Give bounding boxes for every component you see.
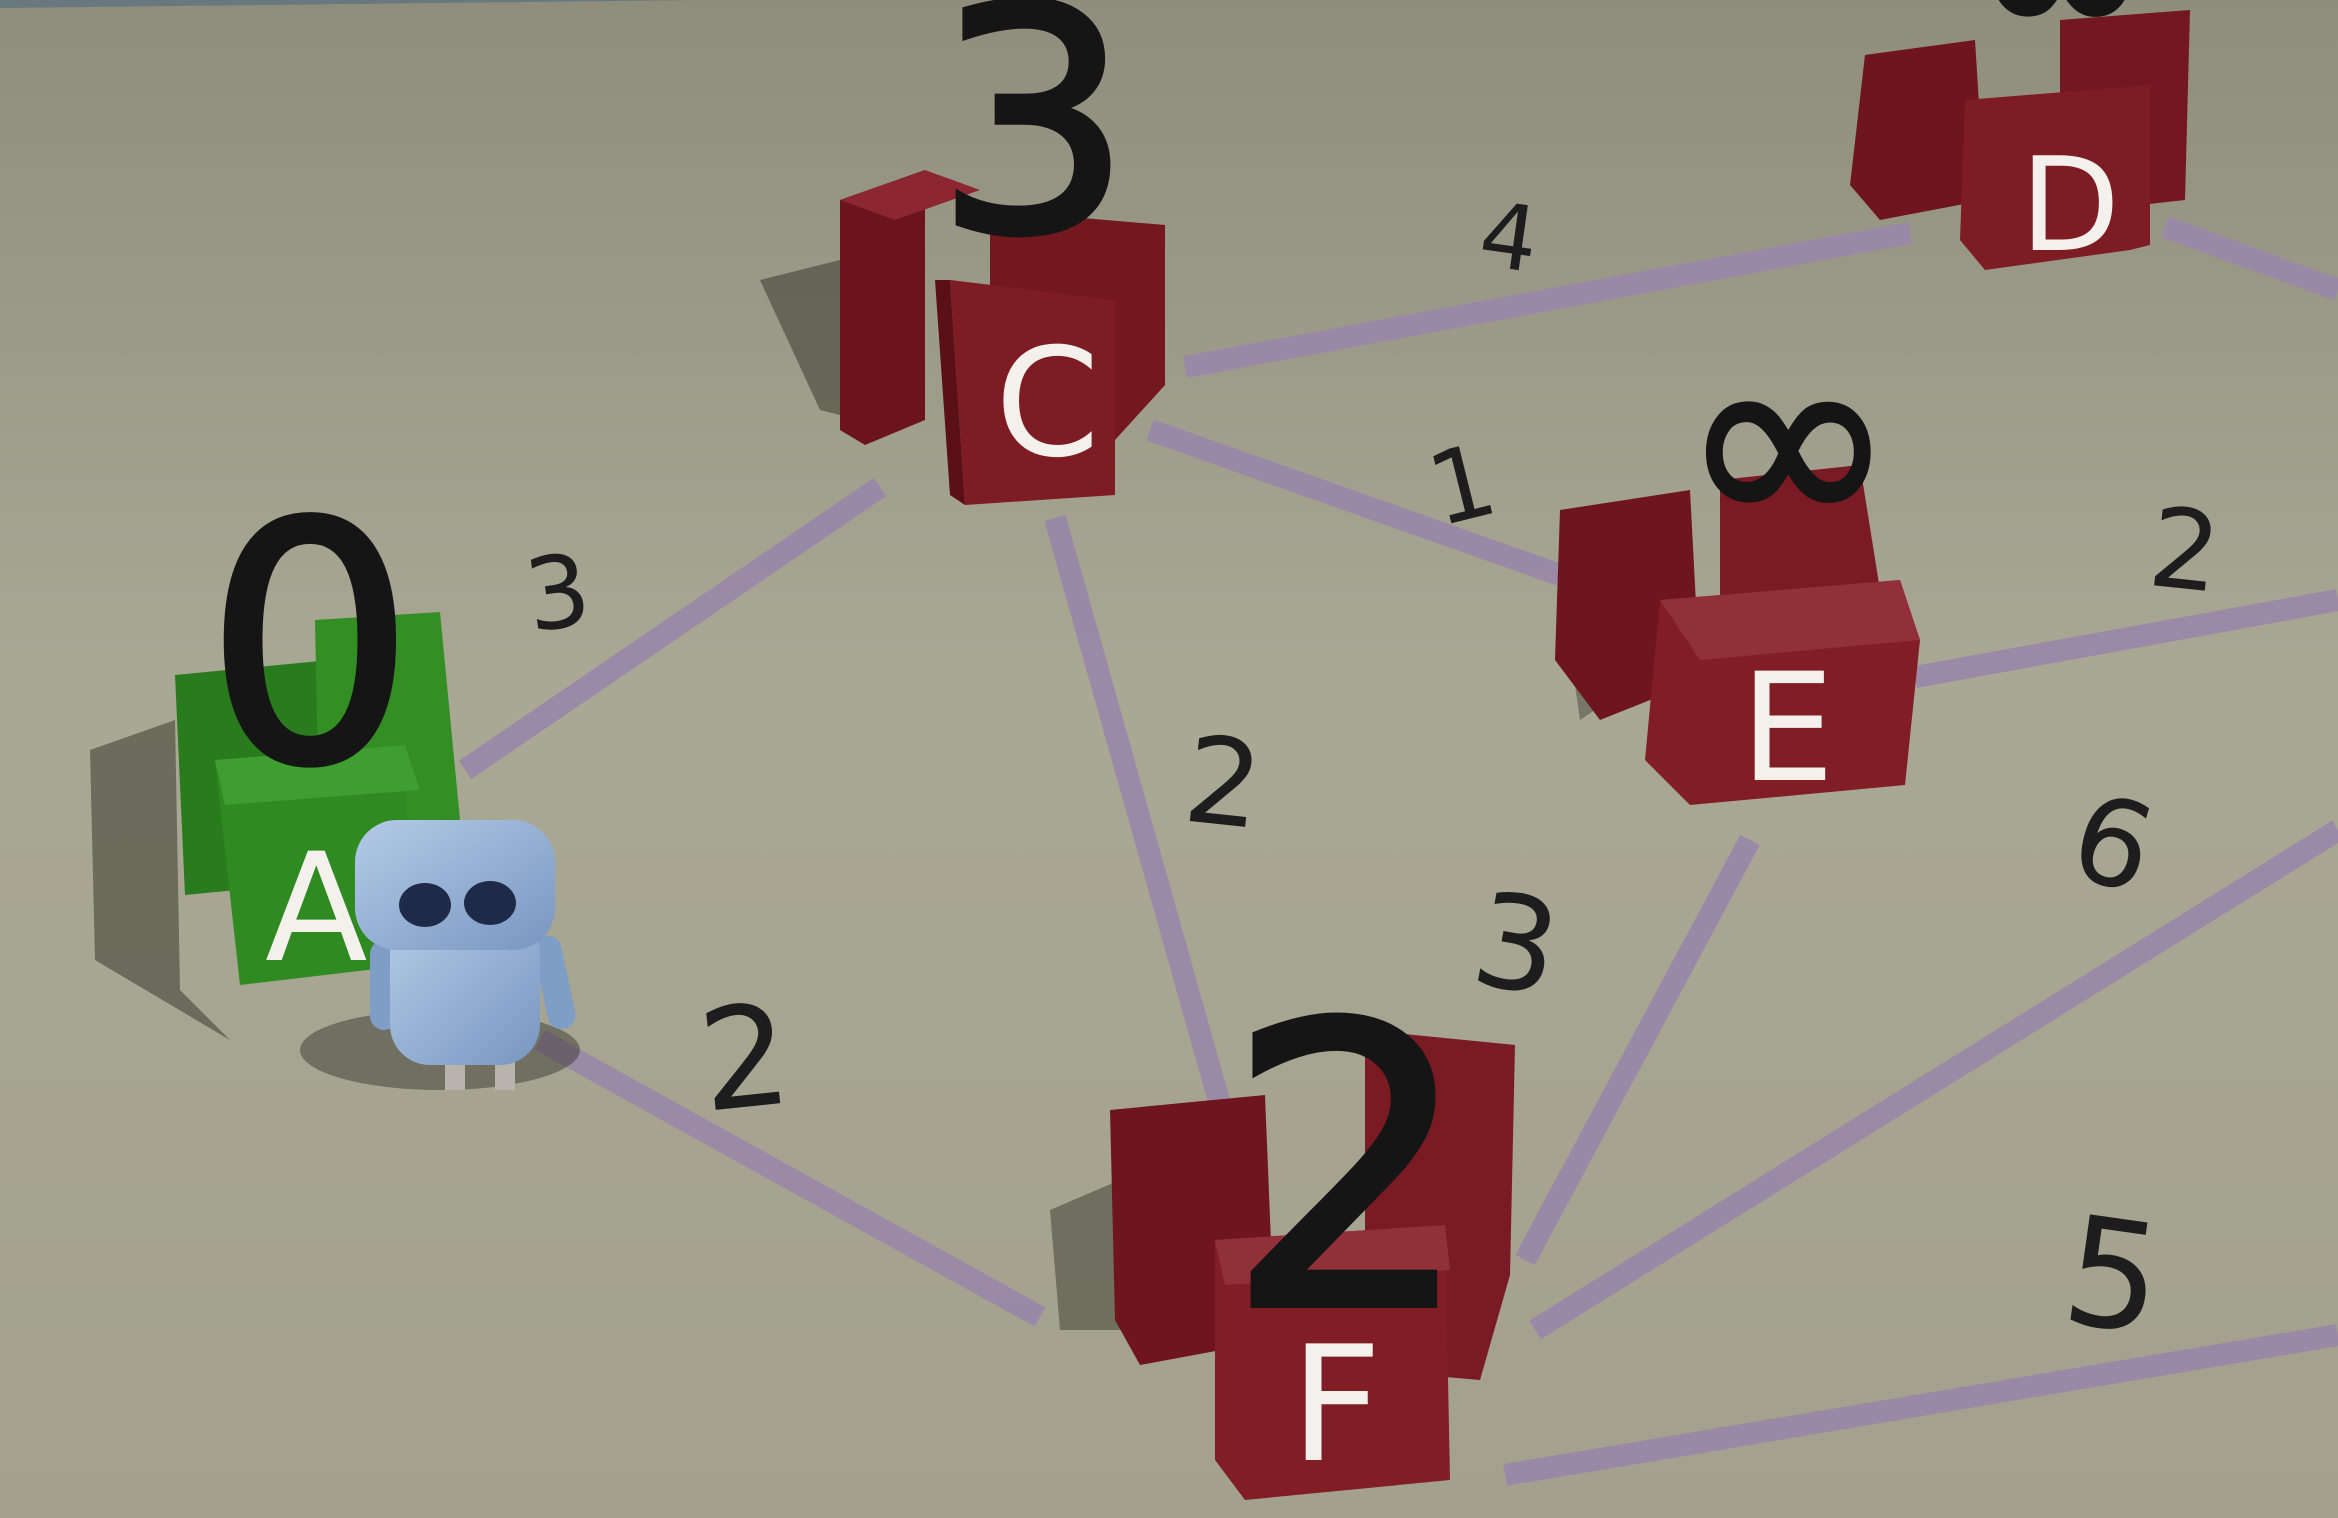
robot-body — [390, 915, 540, 1065]
edge-e-f — [1515, 834, 1760, 1266]
edge-f-right-lower — [1503, 1324, 2338, 1486]
node-f[interactable]: F 2 — [1050, 940, 1515, 1500]
node-a-label: A — [265, 822, 368, 996]
node-f-label: F — [1290, 1311, 1382, 1498]
edge-f-right-upper — [1529, 820, 2338, 1340]
edge-d-right — [2161, 216, 2338, 301]
node-c-shadow — [760, 255, 860, 420]
node-a-shadow — [90, 720, 230, 1040]
node-e-distance: ∞ — [1680, 290, 1897, 592]
node-d-distance: ∞ — [1970, 0, 2153, 92]
robot-arm-right — [533, 935, 576, 1030]
node-a[interactable]: A 0 — [90, 451, 460, 1040]
node-c-label: C — [995, 317, 1100, 491]
node-c-block-left-top — [840, 170, 980, 220]
backdrop-strip — [0, 0, 700, 8]
edge-weights: 3 2 4 1 2 3 2 6 5 — [518, 182, 2226, 1369]
node-e-block-top — [1720, 465, 1880, 600]
edges — [458, 216, 2338, 1486]
node-d-block-front — [1960, 85, 2150, 270]
edge-weight-a-f: 2 — [692, 973, 798, 1144]
node-d-block-back — [1850, 40, 1985, 220]
robot-head — [355, 820, 555, 950]
edge-weight-c-f: 2 — [1178, 711, 1268, 857]
edge-c-d — [1183, 222, 1912, 378]
robot-eye-left — [399, 883, 451, 927]
edge-a-c — [458, 477, 887, 780]
node-f-block-front — [1215, 1225, 1450, 1500]
node-c-block-left — [840, 170, 925, 445]
node-c-distance: 3 — [935, 0, 1132, 304]
node-d[interactable]: D ∞ — [1850, 0, 2190, 281]
robot-icon — [300, 820, 580, 1090]
node-e-label: E — [1740, 642, 1835, 816]
node-e[interactable]: E ∞ — [1555, 288, 1920, 816]
edge-c-f — [1044, 515, 1241, 1143]
node-a-block-front-top — [215, 745, 420, 805]
node-f-distance: 2 — [1225, 943, 1473, 1397]
edge-weight-e-right: 2 — [2143, 483, 2226, 618]
node-a-distance: 0 — [205, 454, 415, 838]
node-f-shadow — [1050, 1180, 1130, 1330]
edge-e-right — [1913, 589, 2338, 688]
node-c-block-front — [950, 280, 1115, 505]
node-e-block-front-top — [1660, 580, 1920, 660]
node-d-label: D — [2020, 129, 2120, 281]
robot-eye-right — [464, 881, 516, 925]
node-f-block-front-top — [1215, 1225, 1450, 1285]
node-c-block-front-side — [935, 280, 965, 505]
node-c[interactable]: C 3 — [760, 0, 1165, 505]
edge-a-f — [534, 1030, 1046, 1327]
edge-c-e — [1146, 419, 1564, 586]
